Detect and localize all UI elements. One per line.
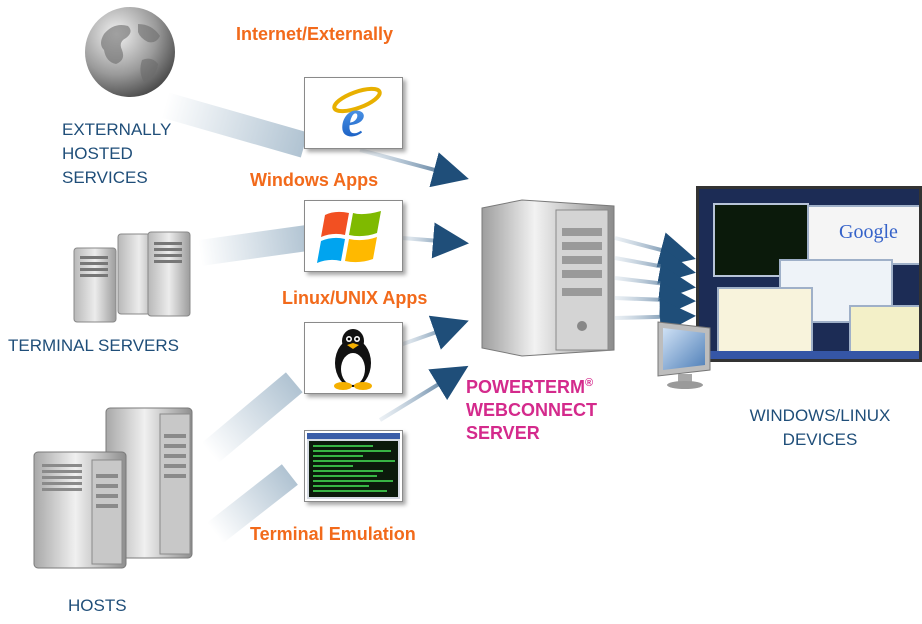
windows-logo-box [304,200,403,272]
powerterm-server-label: POWERTERM® WEBCONNECT SERVER [466,377,597,443]
chart-window-panel [849,305,919,357]
arrow-internet [359,148,469,188]
arrow-windows [401,222,469,259]
terminal-emulation-label: Terminal Emulation [250,524,416,544]
svg-text:e: e [341,88,365,148]
tower-server-icon [481,199,615,357]
hosts-icon [33,407,193,569]
terminal-servers-icon [73,231,191,323]
arrow-out-2 [614,248,696,284]
arrow-linux [399,315,469,350]
globe-icon [85,7,175,97]
internet-externally-label: Internet/Externally [236,24,394,44]
linux-unix-apps-label: Linux/UNIX Apps [282,288,428,308]
spreadsheet-window-panel [717,287,813,355]
tux-penguin-icon [334,329,372,390]
browser-window-panel: Google [807,205,919,265]
arrow-out-4 [614,281,696,318]
monitor-icon [657,321,711,389]
desktop-screenshot: Google [696,186,922,362]
internet-explorer-icon: e [332,86,382,148]
arrow-terminal [378,365,469,422]
windows-logo-icon [317,211,381,263]
google-brand: Google [839,221,898,243]
terminal-window-box [304,430,403,502]
hosts-label: HOSTS [68,596,127,615]
internet-explorer-box: e [304,77,403,149]
taskbar [699,351,919,359]
terminal-servers-label: TERMINAL SERVERS [8,336,179,355]
arrow-out-5 [614,298,696,335]
arrow-out-1 [614,232,696,268]
windows-linux-devices-label: WINDOWS/LINUX DEVICES [749,406,891,449]
windows-apps-label: Windows Apps [250,170,379,190]
arrow-out-3 [614,265,696,302]
terminal-window-icon [307,433,400,499]
tux-penguin-box [304,322,403,394]
external-services-label: EXTERNALLY HOSTED SERVICES [62,120,172,187]
